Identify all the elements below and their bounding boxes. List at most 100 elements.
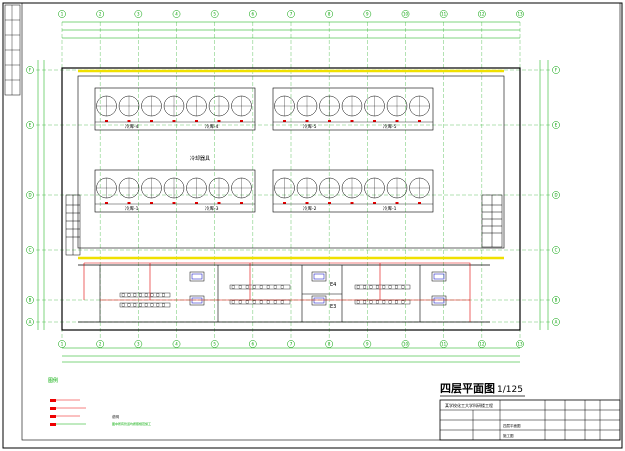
- fridge-unit: [96, 95, 117, 122]
- col-axis-label: 2: [99, 342, 102, 347]
- col-axis-label: 9: [366, 12, 369, 17]
- col-axis-label: 12: [479, 12, 485, 17]
- fridge-label: 冷库-5: [303, 123, 317, 130]
- fridge-unit: [231, 95, 252, 122]
- col-axis-bubble: 13: [516, 10, 524, 18]
- col-axis-bubble: 3: [134, 10, 143, 18]
- binding-strip: [4, 4, 21, 96]
- col-axis-label: 6: [252, 12, 255, 17]
- row-axis-label: F: [29, 68, 32, 73]
- room-label-e4: E4: [330, 282, 336, 288]
- row-axis-bubble: E: [26, 121, 34, 129]
- row-axis-bubble: D: [26, 191, 34, 199]
- col-axis-label: 8: [328, 12, 331, 17]
- col-axis-label: 2: [99, 12, 102, 17]
- row-axis-bubble: C: [26, 246, 34, 254]
- lower-rooms: [99, 265, 421, 322]
- col-axis-label: 7: [290, 12, 293, 17]
- row-axis-bubble: A: [552, 318, 560, 326]
- col-axis-label: 3: [137, 12, 140, 17]
- sheet-inner-border: [21, 2, 621, 441]
- col-axis-bubble: 2: [96, 10, 105, 18]
- drawing-scale: 1/125: [497, 385, 523, 395]
- col-axis-label: 11: [441, 12, 447, 17]
- col-axis-bubble: 8: [325, 10, 334, 18]
- row-axis-bubble: C: [552, 246, 560, 254]
- col-axis-label: 13: [517, 342, 523, 347]
- fridge-unit: [141, 95, 162, 122]
- fridge-unit: [118, 177, 140, 204]
- col-axis-label: 13: [517, 12, 523, 17]
- title-block-sheet: 四层平面图: [503, 423, 521, 428]
- col-axis-label: 12: [479, 342, 485, 347]
- col-axis-label: 4: [175, 342, 178, 347]
- col-axis-bubble: 7: [287, 340, 295, 348]
- col-axis-bubble: 10: [401, 10, 410, 18]
- hall-label: 冷却器具: [190, 155, 210, 162]
- row-axis-bubble: F: [26, 66, 34, 74]
- col-axis-bubble: 8: [325, 340, 334, 348]
- equipment-box: [189, 295, 205, 306]
- col-axis-bubble: 1: [58, 10, 66, 18]
- staircase-right: [481, 194, 503, 248]
- fridge-unit: [274, 177, 295, 204]
- fridge-label: 冷库-2: [303, 205, 317, 212]
- row-axis-bubble: A: [26, 318, 34, 326]
- fridge-bank: 冷库-5 冷库-5: [272, 87, 434, 131]
- row-axis-label: A: [29, 320, 32, 325]
- fridge-unit: [319, 177, 340, 204]
- fridge-unit: [386, 95, 408, 122]
- legend-heading: 图例: [48, 377, 58, 384]
- fridge-unit: [341, 95, 363, 122]
- col-axis-label: 7: [290, 342, 293, 347]
- fridge-unit: [96, 177, 117, 204]
- col-axis-bubble: 9: [363, 340, 372, 348]
- col-axis-bubble: 12: [477, 10, 486, 18]
- col-axis-label: 3: [137, 342, 140, 347]
- room-label-e3: E3: [330, 304, 336, 310]
- row-axis-label: E: [555, 123, 558, 128]
- lab-bench: [354, 284, 411, 290]
- equipment-box: [189, 271, 205, 282]
- col-axis-bubble: 5: [210, 10, 219, 18]
- fridge-unit: [409, 177, 430, 204]
- row-axis-label: C: [29, 248, 32, 253]
- row-axis-label: B: [555, 298, 558, 303]
- fridge-unit: [296, 95, 318, 122]
- col-axis-bubble: 11: [439, 10, 448, 18]
- row-axis-bubble: D: [552, 191, 560, 199]
- equipment-box: [311, 271, 327, 282]
- equipment-box: [311, 295, 327, 306]
- fridge-label: 冷库-3: [205, 205, 219, 212]
- fridge-unit: [208, 177, 230, 204]
- row-axis-bubble: B: [552, 296, 560, 304]
- row-axis-label: E: [29, 123, 32, 128]
- note-text: 图中所有管道均按照规范施工: [112, 421, 151, 426]
- fridge-unit: [163, 177, 185, 204]
- lab-bench: [229, 299, 291, 305]
- fridge-unit: [296, 177, 318, 204]
- col-axis-bubble: 7: [287, 10, 295, 18]
- row-axis-bubble: F: [552, 66, 560, 74]
- col-axis-bubble: 2: [96, 340, 105, 348]
- col-axis-bubble: 4: [172, 340, 181, 348]
- title-block: [439, 399, 621, 441]
- col-axis-bubble: 1: [58, 340, 66, 348]
- equipment-box: [431, 295, 447, 306]
- row-axis-label: D: [554, 193, 557, 198]
- fridge-unit: [364, 95, 385, 122]
- fridge-unit: [274, 95, 295, 122]
- col-axis-label: 8: [328, 342, 331, 347]
- row-axis-label: B: [29, 298, 32, 303]
- col-axis-bubble: 12: [477, 340, 486, 348]
- fridge-unit: [208, 95, 230, 122]
- fridge-label: 冷库-5: [383, 123, 397, 130]
- fridge-label: 冷库-4: [205, 123, 219, 130]
- fridge-unit: [231, 177, 252, 204]
- staircase-left: [65, 194, 81, 256]
- row-axis-bubble: E: [552, 121, 560, 129]
